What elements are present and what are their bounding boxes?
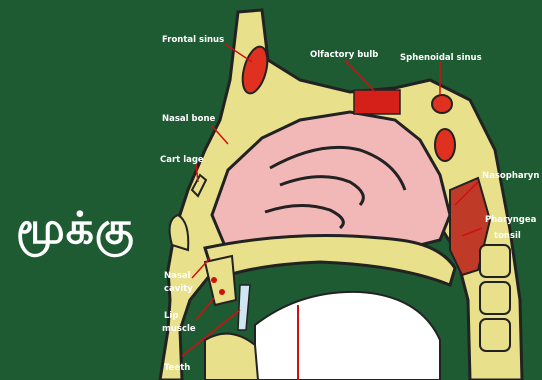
lip-muscle-leader <box>196 298 214 320</box>
label-pharyngeal: Pharyngea <box>485 215 537 225</box>
lip-area <box>205 256 236 305</box>
label-nasopharynx: Nasopharyn <box>482 171 539 181</box>
label-tonsil: tonsil <box>494 231 521 241</box>
lip-muscle-dot-2 <box>219 289 225 295</box>
label-muscle: muscle <box>162 324 196 334</box>
label-cartilage: Cart lage <box>160 155 204 165</box>
sphenoidal-sinus-shape-2 <box>435 129 455 161</box>
label-nasal: Nasal <box>164 271 191 281</box>
lower-lip <box>205 334 258 380</box>
olfactory-bulb-shape <box>354 90 400 114</box>
label-teeth: Teeth <box>164 363 190 373</box>
label-olfactory-bulb: Olfactory bulb <box>310 50 378 60</box>
tongue <box>255 292 440 380</box>
page-title: மூக்கு <box>16 203 135 260</box>
label-frontal-sinus: Frontal sinus <box>162 35 224 45</box>
teeth-shape <box>238 285 250 330</box>
sphenoidal-sinus-shape-1 <box>432 95 452 113</box>
label-sphenoidal-sinus: Sphenoidal sinus <box>400 53 482 63</box>
vertebra-3 <box>480 319 510 351</box>
label-cavity: cavity <box>164 284 193 294</box>
vertebra-2 <box>480 282 510 314</box>
lip-muscle-dot-1 <box>211 277 217 283</box>
label-nasal-bone: Nasal bone <box>162 114 215 124</box>
label-lip: Lip <box>164 311 178 321</box>
vertebra-1 <box>480 245 510 277</box>
olfactory-bulb-leader <box>345 60 375 92</box>
palate <box>205 236 455 286</box>
